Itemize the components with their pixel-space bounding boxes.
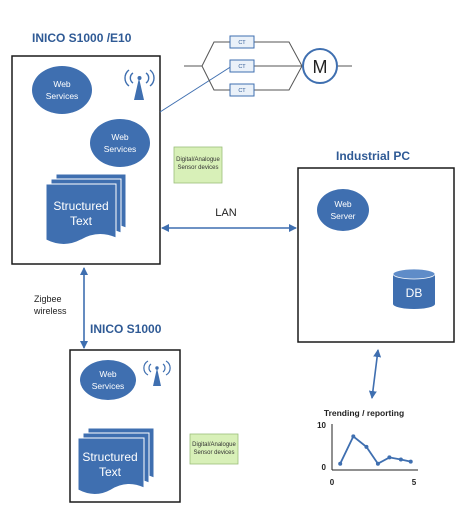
antenna-icon-bottom — [143, 360, 171, 386]
web-services-node-1 — [32, 66, 92, 114]
web-services-bottom-line1: Web — [99, 369, 117, 379]
sensor-note-bottom-line2: Sensor devices — [193, 450, 234, 456]
sensor-note-bottom — [189, 433, 239, 465]
chart-x-tick-left: 0 — [330, 478, 335, 487]
chart-point — [387, 455, 392, 460]
motor-icon — [302, 48, 338, 84]
database-icon — [392, 268, 436, 309]
ct-label-2: CT — [238, 64, 246, 70]
chart-point — [375, 461, 380, 466]
ct-box-2 — [229, 59, 255, 73]
web-server-line2: Server — [330, 211, 355, 221]
chart-title: Trending / reporting — [324, 408, 404, 418]
web-services-2-line1: Web — [111, 132, 129, 142]
structured-text-top-line2: Text — [70, 214, 93, 228]
motor-label: M — [313, 57, 328, 77]
chart-point — [351, 434, 356, 439]
web-services-1-line2: Services — [46, 91, 79, 101]
web-server-node — [317, 189, 369, 231]
ct-connection-line — [159, 65, 233, 113]
chart-x-tick-right: 5 — [412, 478, 417, 487]
industrial-pc-box — [297, 167, 455, 343]
ct-box-3 — [229, 83, 255, 97]
chart-point — [398, 457, 403, 462]
top-controller-title: INICO S1000 /E10 — [32, 31, 132, 45]
structured-text-top-line1: Structured — [53, 199, 108, 213]
structured-text-doc-stack-top — [45, 173, 127, 245]
web-server-line1: Web — [334, 199, 352, 209]
structured-text-bottom-line2: Text — [99, 465, 122, 479]
web-services-1-line1: Web — [53, 79, 71, 89]
sensor-note-top-line1: Digital/Analogue — [176, 157, 220, 163]
chart-y-tick-top: 10 — [317, 421, 326, 430]
web-services-2-line2: Services — [104, 144, 137, 154]
antenna-icon — [124, 69, 155, 100]
zigbee-label-line1: Zigbee — [34, 294, 62, 304]
lan-label: LAN — [215, 207, 236, 219]
zigbee-label-line2: wireless — [33, 306, 67, 316]
industrial-pc-title: Industrial PC — [336, 149, 410, 163]
ct-label-3: CT — [238, 88, 246, 94]
ct-label-1: CT — [238, 40, 246, 46]
chart-y-tick-bottom: 0 — [322, 463, 327, 472]
sensor-note-bottom-line1: Digital/Analogue — [192, 442, 236, 448]
trending-chart: Trending / reporting 10 0 0 5 — [317, 408, 418, 487]
web-services-node-bottom — [80, 360, 136, 400]
structured-text-bottom-line1: Structured — [82, 450, 137, 464]
web-services-bottom-line2: Services — [92, 381, 125, 391]
chart-point — [338, 461, 343, 466]
chart-point — [364, 444, 369, 449]
web-services-node-2 — [90, 119, 150, 167]
pc-to-reporting-arrow — [368, 349, 382, 399]
structured-text-doc-stack-bottom — [77, 427, 155, 495]
chart-point — [408, 459, 413, 464]
db-label: DB — [406, 286, 423, 300]
sensor-note-top-line2: Sensor devices — [177, 165, 218, 171]
bottom-controller-title: INICO S1000 — [90, 322, 162, 336]
ct-box-1 — [229, 35, 255, 49]
sensor-note-top — [173, 146, 223, 184]
